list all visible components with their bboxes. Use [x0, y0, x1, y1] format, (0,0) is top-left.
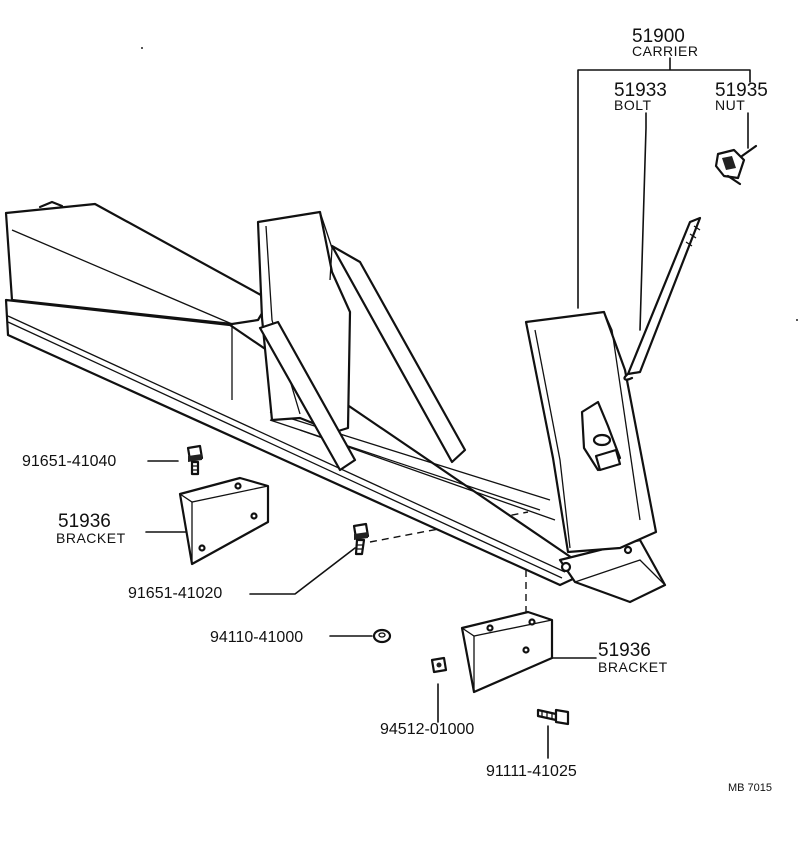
wing-nut[interactable]	[714, 144, 758, 186]
small-nut[interactable]	[430, 656, 448, 674]
bolt-number-label: 51933	[614, 80, 667, 101]
nut-number-label: 51935	[715, 80, 768, 101]
spare-tire-carrier[interactable]	[256, 210, 658, 554]
bolt-upper-left[interactable]	[186, 444, 204, 476]
flange-nut[interactable]	[372, 628, 392, 644]
bracket-left-number-label: 51936	[58, 511, 111, 532]
bracket-right-name-label: BRACKET	[598, 659, 668, 675]
bolt-upper-left-label: 91651-41040	[22, 453, 116, 470]
bolt-lower-label: 91111-41025	[486, 763, 577, 780]
carrier-number-label: 51900	[632, 26, 685, 47]
bumper-assembly	[4, 200, 667, 604]
diagram-code-label: MB 7015	[728, 782, 772, 794]
carrier-name-label: CARRIER	[632, 43, 699, 59]
nut-flange-label: 94110-41000	[210, 629, 303, 646]
bolt-middle-label: 91651-41020	[128, 585, 222, 602]
bracket-right-number-label: 51936	[598, 640, 651, 661]
bracket-right[interactable]	[460, 610, 554, 694]
bolt-name-label: BOLT	[614, 97, 652, 113]
nut-name-label: NUT	[715, 97, 745, 113]
hook-bolt[interactable]	[623, 216, 702, 381]
bracket-left-name-label: BRACKET	[56, 530, 126, 546]
bolt-lower[interactable]	[536, 708, 570, 726]
bracket-left[interactable]	[178, 476, 270, 566]
nut-small-label: 94512-01000	[380, 721, 474, 738]
bolt-middle[interactable]	[352, 522, 370, 556]
